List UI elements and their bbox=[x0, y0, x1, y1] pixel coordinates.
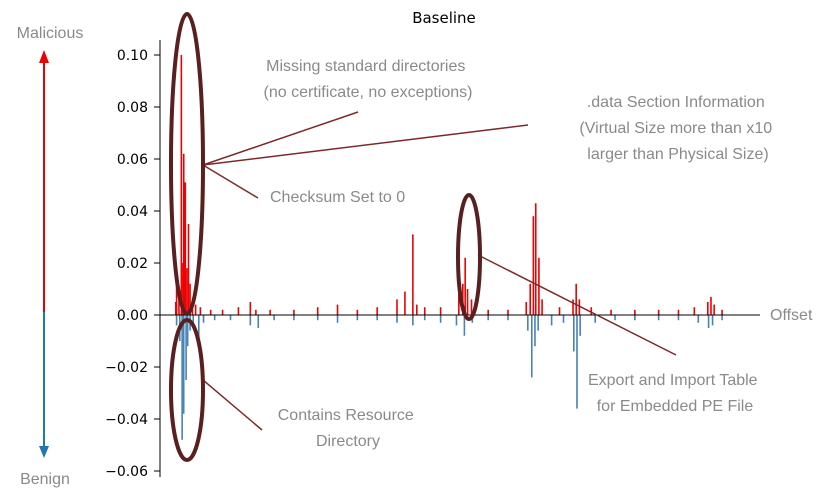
y-tick-label: 0.06 bbox=[117, 152, 148, 168]
y-tick-label: −0.02 bbox=[105, 360, 148, 376]
leader-line-export-import bbox=[477, 254, 677, 356]
ellipse-embedded-pe bbox=[456, 193, 482, 321]
annotation-export-import: Export and Import Table for Embedded PE … bbox=[588, 372, 762, 415]
leader-lines bbox=[202, 111, 677, 431]
chart-title: Baseline bbox=[412, 9, 476, 27]
ellipse-upper-left bbox=[169, 12, 205, 316]
leader-line-resource bbox=[202, 379, 263, 431]
y-tick-label: −0.06 bbox=[105, 464, 148, 480]
y-tick-label: −0.04 bbox=[105, 412, 148, 428]
x-axis-label: Offset bbox=[770, 307, 813, 324]
leader-line-checksum bbox=[202, 164, 259, 199]
y-tick-label: 0.04 bbox=[117, 204, 148, 220]
benign-label: Benign bbox=[20, 471, 70, 488]
ellipse-lower-left bbox=[169, 318, 205, 462]
y-tick-label: 0.02 bbox=[117, 256, 148, 272]
benign-arrow-head bbox=[39, 446, 49, 458]
leader-line-data-section bbox=[202, 124, 529, 166]
y-ticks: 0.10 0.08 0.06 0.04 0.02 0.00 −0.02 −0.04 −0.06 bbox=[105, 48, 160, 480]
annotation-missing-directories: Missing standard directories (no certifi… bbox=[264, 58, 473, 101]
annotation-checksum: Checksum Set to 0 bbox=[270, 189, 405, 206]
annotation-resource-directory: Contains Resource Directory bbox=[278, 407, 419, 450]
annotation-data-section: .data Section Information (Virtual Size … bbox=[579, 94, 776, 163]
malicious-arrow-head bbox=[39, 50, 49, 63]
leader-line-missing-directories bbox=[202, 111, 359, 166]
y-tick-label: 0.08 bbox=[117, 100, 148, 116]
y-tick-label: 0.10 bbox=[117, 48, 148, 64]
malicious-label: Malicious bbox=[17, 25, 84, 42]
y-tick-label: 0.00 bbox=[117, 308, 148, 324]
highlight-ellipses bbox=[169, 12, 482, 462]
